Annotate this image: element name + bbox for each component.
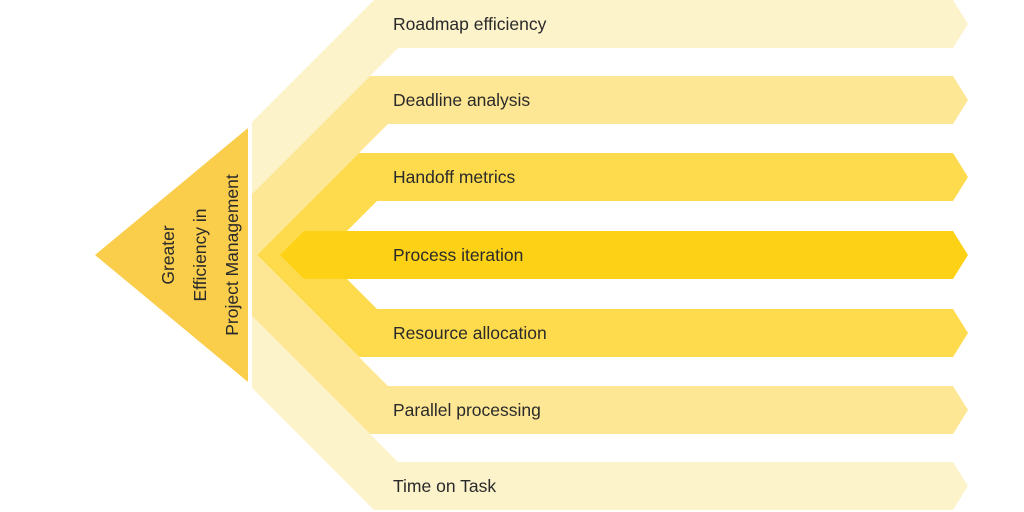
bar-label-handoff-metrics: Handoff metrics bbox=[393, 167, 515, 187]
bar-label-resource-allocation: Resource allocation bbox=[393, 323, 547, 343]
arrow-bar-time-on-task bbox=[252, 316, 968, 510]
arrow-bar-deadline-analysis bbox=[252, 76, 968, 255]
goal-label-line: Greater bbox=[158, 225, 178, 284]
goal-triangle bbox=[95, 128, 248, 382]
arrow-bar-roadmap-efficiency bbox=[252, 0, 968, 194]
bar-label-process-iteration: Process iteration bbox=[393, 245, 523, 265]
arrow-bar-parallel-processing bbox=[252, 255, 968, 434]
arrow-bar-handoff-metrics bbox=[257, 153, 968, 255]
arrow-bar-resource-allocation bbox=[257, 255, 968, 357]
bar-label-time-on-task: Time on Task bbox=[393, 476, 496, 496]
arrow-bar-process-iteration bbox=[280, 231, 968, 279]
goal-label: Greater Efficiency in Project Management bbox=[158, 174, 242, 336]
goal-label-line: Efficiency in bbox=[190, 208, 210, 301]
bar-label-parallel-processing: Parallel processing bbox=[393, 400, 541, 420]
bar-label-deadline-analysis: Deadline analysis bbox=[393, 90, 530, 110]
goal-label-line: Project Management bbox=[222, 174, 242, 336]
bar-label-roadmap-efficiency: Roadmap efficiency bbox=[393, 14, 547, 34]
